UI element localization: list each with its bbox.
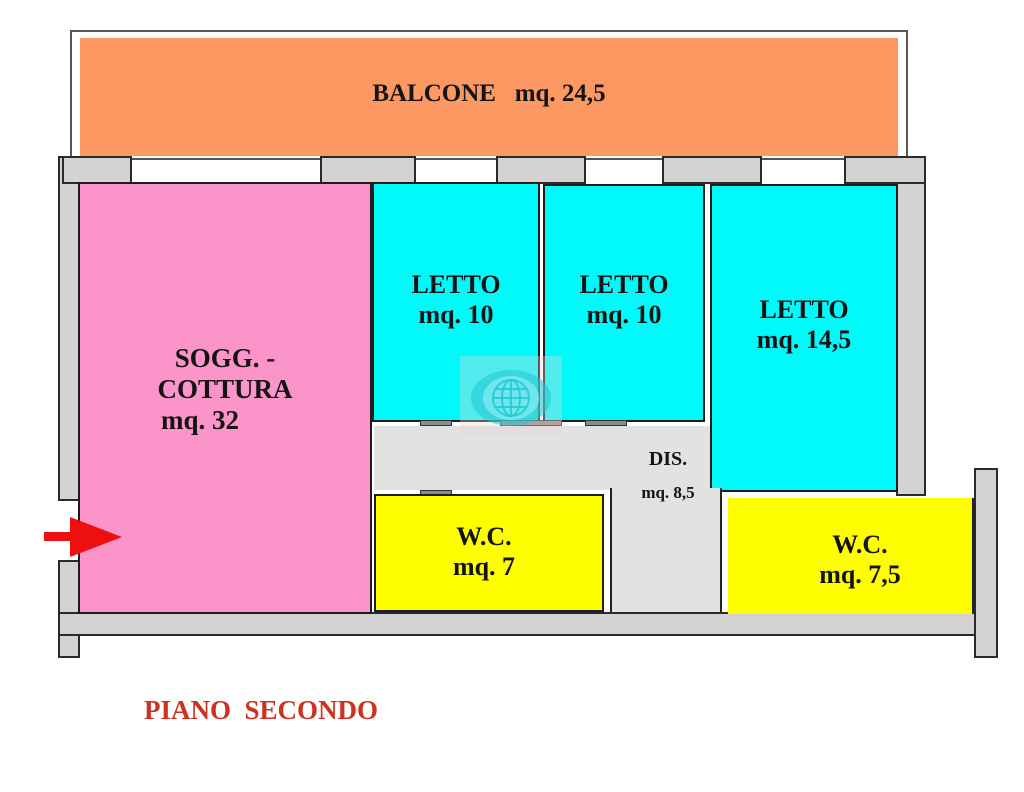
wc-1-area: mq. 7 <box>452 551 516 581</box>
wc-1-name: W.C. <box>456 522 512 551</box>
wall-top-3 <box>496 156 586 184</box>
letto-1-label: LETTO mq. 10 <box>372 270 540 330</box>
entry-arrow-icon <box>42 515 124 559</box>
door-letto-1 <box>420 420 452 426</box>
dis-name: DIS. <box>648 448 688 470</box>
room-disimpegno <box>374 426 710 490</box>
letto-2-area: mq. 10 <box>586 299 662 329</box>
wall-left-top <box>58 156 80 501</box>
balcone-name: BALCONE <box>372 80 496 107</box>
wall-top-2 <box>320 156 416 184</box>
wall-top-5 <box>844 156 926 184</box>
wall-right-lower <box>974 468 998 658</box>
soggiorno-area: mq. 32 <box>161 405 240 436</box>
wall-top-1 <box>62 156 132 184</box>
letto-1-area: mq. 10 <box>418 299 494 329</box>
letto-2-name: LETTO <box>579 270 669 299</box>
letto-3-label: LETTO mq. 14,5 <box>710 295 898 355</box>
wc-2-area: mq. 7,5 <box>819 559 901 589</box>
wc-2-label: W.C. mq. 7,5 <box>790 530 930 590</box>
wc-2-name: W.C. <box>832 530 888 559</box>
room-soggiorno-cottura <box>78 182 372 614</box>
dis-label: DIS. mq. 8,5 <box>612 448 724 503</box>
wc-1-label: W.C. mq. 7 <box>420 522 548 582</box>
room-letto-3 <box>710 184 898 492</box>
floor-label: PIANO SECONDO <box>144 695 379 725</box>
dis-area: mq. 8,5 <box>641 483 695 502</box>
room-wc-2 <box>728 498 974 614</box>
wall-right-upper <box>896 156 926 496</box>
balcone-label: BALCONE mq. 24,5 <box>80 80 898 109</box>
globe-watermark-icon <box>460 356 562 436</box>
letto-1-name: LETTO <box>411 270 501 299</box>
balcone-area: mq. 24,5 <box>514 80 606 107</box>
wall-bottom <box>58 612 980 636</box>
room-wc-1 <box>374 494 604 612</box>
room-disimpegno-lower <box>610 488 722 612</box>
letto-2-label: LETTO mq. 10 <box>543 270 705 330</box>
soggiorno-name-line1: SOGG. - <box>174 343 276 373</box>
soggiorno-label: SOGG. - COTTURA mq. 32 <box>125 343 325 436</box>
room-balcone <box>80 38 898 156</box>
door-letto-2b <box>585 420 627 426</box>
wall-left-bottom <box>58 560 80 658</box>
room-letto-2 <box>543 184 705 422</box>
letto-3-area: mq. 14,5 <box>756 324 852 354</box>
soggiorno-name-line2: COTTURA <box>157 374 293 405</box>
letto-3-name: LETTO <box>759 295 849 324</box>
wall-top-4 <box>662 156 762 184</box>
